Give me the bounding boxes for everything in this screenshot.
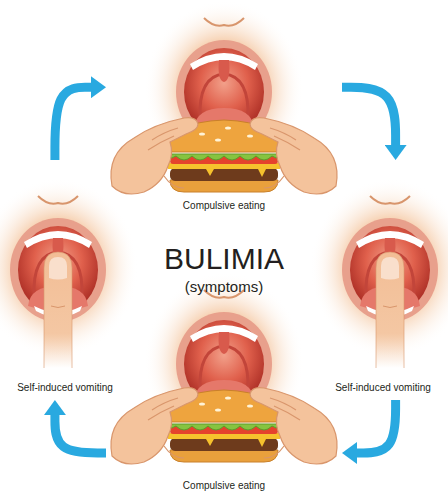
subtitle: (symptoms) xyxy=(0,278,448,296)
left-hand xyxy=(111,388,198,464)
finger xyxy=(44,252,72,368)
left-hand xyxy=(111,118,198,194)
burger-with-hands xyxy=(111,388,337,464)
vomiting-figure xyxy=(0,178,138,368)
diagram-title: BULIMIA xyxy=(0,242,448,276)
illustration-panel: Self-induced vomiting xyxy=(2,160,128,400)
eating-figure xyxy=(111,0,337,194)
cycle-arrow xyxy=(357,400,396,453)
cycle-arrow xyxy=(55,87,91,160)
illustration-panel: Compulsive eating xyxy=(106,318,342,498)
cycle-arrow xyxy=(55,415,106,453)
burger-with-hands xyxy=(111,118,337,194)
illustration-panel: Compulsive eating xyxy=(106,0,342,218)
step-caption: Self-induced vomiting xyxy=(17,382,113,394)
vomiting-figure xyxy=(310,178,448,368)
right-hand xyxy=(250,388,337,464)
cycle-arrow xyxy=(342,87,396,145)
eating-figure xyxy=(111,272,337,464)
finger xyxy=(376,252,404,368)
right-hand xyxy=(250,118,337,194)
step-caption: Self-induced vomiting xyxy=(335,382,431,394)
step-caption: Compulsive eating xyxy=(183,200,265,212)
illustration-panel: Self-induced vomiting xyxy=(320,160,446,400)
step-caption: Compulsive eating xyxy=(183,480,265,492)
